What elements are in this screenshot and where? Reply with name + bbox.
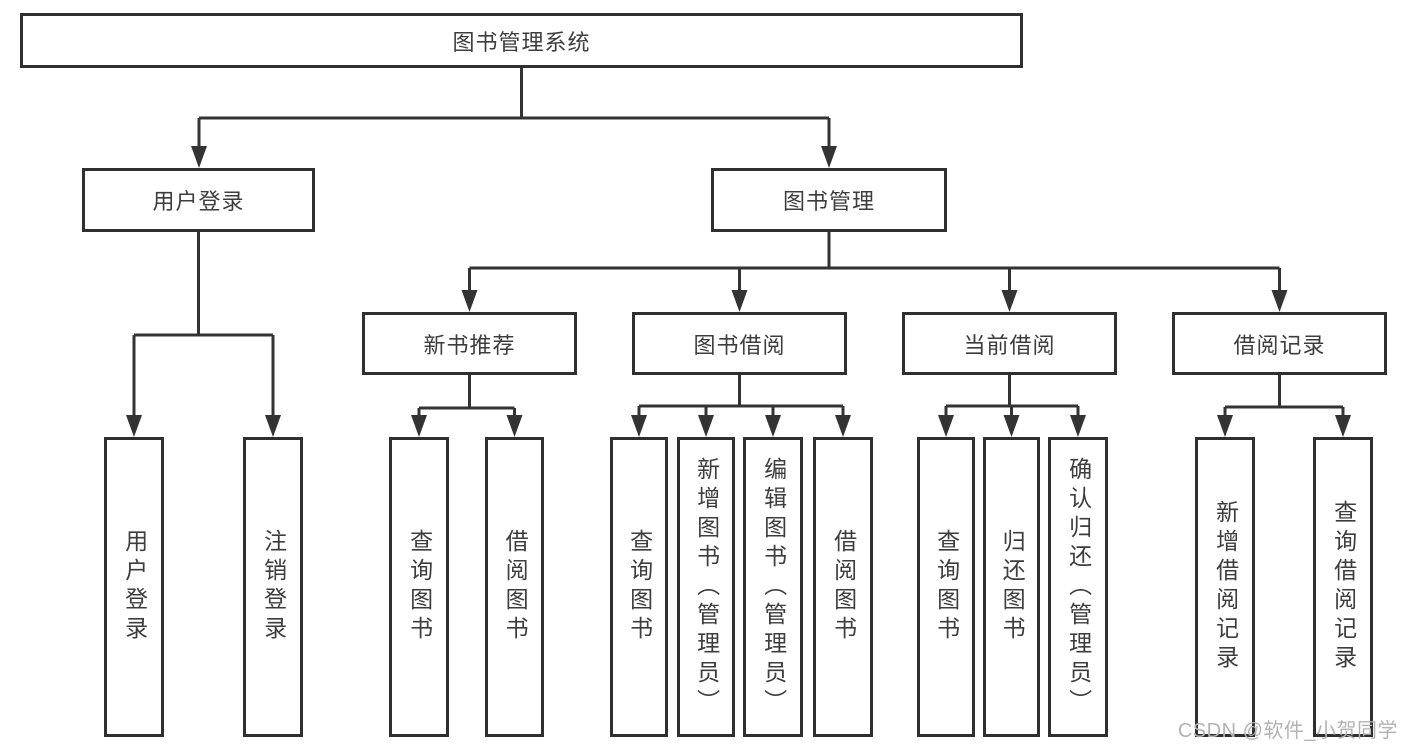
- node-label: 编辑图书（管理员）: [760, 456, 787, 718]
- leaf-add-book-admin: 新增图书（管理员）: [677, 437, 735, 737]
- connector-current-borrowing: [938, 375, 1086, 437]
- arrow-down-icon: [191, 146, 207, 168]
- arrow-down-icon: [821, 146, 837, 168]
- arrow-down-icon: [765, 415, 781, 437]
- connector-line: [417, 375, 516, 419]
- node-label: 查询图书: [626, 529, 653, 645]
- arrow-down-icon: [461, 290, 478, 312]
- node-label: 借阅记录: [1233, 332, 1326, 358]
- connector-borrowing-records: [1217, 375, 1351, 437]
- leaf-query-books-borrowing: 查询图书: [610, 437, 668, 737]
- node-label: 图书借阅: [693, 332, 786, 358]
- arrow-down-icon: [835, 415, 851, 437]
- connector-line: [468, 232, 1281, 294]
- connector-user-login: [126, 232, 281, 437]
- node-label: 图书管理系统: [452, 29, 591, 55]
- leaf-logout-login: 注销登录: [243, 437, 303, 737]
- node-label: 查询图书: [406, 529, 433, 645]
- leaf-return-books: 归还图书: [983, 437, 1040, 737]
- connector-line: [132, 232, 275, 419]
- leaf-borrow-books-recommend: 借阅图书: [485, 437, 544, 737]
- node-label: 新增借阅记录: [1212, 500, 1239, 674]
- leaf-borrow-books-borrowing: 借阅图书: [813, 437, 873, 737]
- node-label: 借阅图书: [502, 529, 529, 645]
- leaf-edit-book-admin: 编辑图书（管理员）: [743, 437, 803, 737]
- connector-root: [191, 68, 837, 168]
- node-label: 用户登录: [152, 189, 245, 214]
- node-label: 归还图书: [999, 529, 1026, 645]
- leaf-query-books-current: 查询图书: [917, 437, 975, 737]
- arrow-down-icon: [1070, 415, 1086, 437]
- node-borrowing-records: 借阅记录: [1172, 312, 1387, 375]
- node-book-management: 图书管理: [711, 168, 947, 232]
- connector-book-borrowing: [631, 375, 851, 437]
- leaf-query-books-recommend: 查询图书: [389, 437, 449, 737]
- node-label: 查询借阅记录: [1330, 500, 1357, 674]
- node-label: 图书管理: [782, 189, 875, 214]
- node-label: 用户登录: [121, 529, 148, 645]
- leaf-query-borrow-record: 查询借阅记录: [1313, 437, 1373, 737]
- node-label: 当前借阅: [963, 332, 1056, 358]
- arrow-down-icon: [1001, 290, 1018, 312]
- node-book-borrowing: 图书借阅: [632, 312, 847, 375]
- connector-new-book-recommendation: [411, 375, 523, 437]
- node-new-book-recommendation: 新书推荐: [362, 312, 577, 375]
- node-label: 注销登录: [260, 529, 287, 645]
- node-label: 新书推荐: [423, 332, 516, 358]
- node-label: 借阅图书: [830, 529, 857, 645]
- arrow-down-icon: [1271, 290, 1288, 312]
- arrow-down-icon: [938, 415, 954, 437]
- arrow-down-icon: [506, 415, 523, 437]
- node-user-login: 用户登录: [82, 168, 315, 232]
- node-current-borrowing: 当前借阅: [902, 312, 1117, 375]
- node-library-management-system: 图书管理系统: [20, 13, 1023, 68]
- arrow-down-icon: [731, 290, 748, 312]
- connector-line: [197, 68, 831, 150]
- arrow-down-icon: [411, 415, 427, 437]
- arrow-down-icon: [1335, 415, 1351, 437]
- leaf-user-login: 用户登录: [104, 437, 164, 737]
- connector-line: [1223, 375, 1345, 419]
- node-label: 查询图书: [933, 529, 960, 645]
- arrow-down-icon: [1003, 415, 1020, 437]
- connector-line: [637, 375, 845, 419]
- arrow-down-icon: [126, 415, 142, 437]
- connector-line: [944, 375, 1080, 419]
- leaf-confirm-return-admin: 确认归还（管理员）: [1048, 437, 1108, 737]
- arrow-down-icon: [631, 415, 647, 437]
- arrow-down-icon: [1217, 415, 1233, 437]
- leaf-add-borrow-record: 新增借阅记录: [1195, 437, 1255, 737]
- csdn-watermark: CSDN @软件_小贺同学: [1177, 720, 1398, 742]
- connector-book-management: [461, 232, 1288, 312]
- node-label: 新增图书（管理员）: [693, 456, 720, 718]
- arrow-down-icon: [265, 415, 281, 437]
- arrow-down-icon: [698, 415, 714, 437]
- node-label: 确认归还（管理员）: [1065, 456, 1092, 718]
